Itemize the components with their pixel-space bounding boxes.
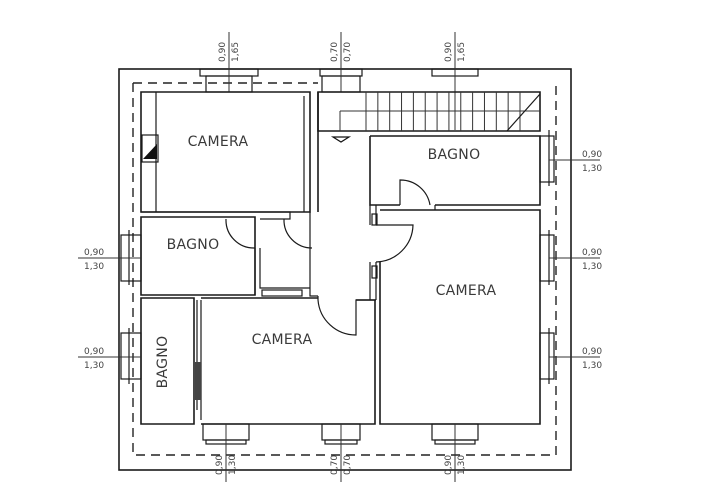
room-label-bagno-top-right: BAGNO (428, 147, 481, 163)
dim-right-3-height: 1,30 (582, 361, 602, 371)
room-camera-right (379, 205, 600, 425)
dim-right-1-width: 0,90 (582, 150, 602, 160)
window-top-2 (319, 32, 363, 93)
dim-left-1-width: 0,90 (84, 248, 104, 258)
room-camera-bottom (201, 297, 376, 425)
room-label-bagno-bottom-left: BAGNO (155, 336, 171, 389)
dim-right-2-width: 0,90 (582, 248, 602, 258)
room-camera-top-left (140, 91, 311, 213)
dim-top-3-width: 0,90 (444, 42, 454, 62)
dim-top-2-height: 0,70 (343, 42, 353, 62)
eave-dashed-line (132, 82, 557, 456)
dim-top-2-width: 0,70 (330, 42, 340, 62)
room-label-camera-top-left: CAMERA (188, 134, 249, 150)
dim-left-1-height: 1,30 (84, 262, 104, 272)
dim-right-1-height: 1,30 (582, 164, 602, 174)
room-bagno-top-right (369, 130, 600, 206)
staircase (317, 91, 541, 143)
dim-bottom-3-width: 0,90 (444, 455, 454, 475)
room-bagno-bottom-left (78, 297, 202, 425)
outer-perimeter-wall (118, 68, 572, 471)
window-bottom-3 (431, 423, 479, 482)
dim-right-2-height: 1,30 (582, 262, 602, 272)
dim-top-1-height: 1,65 (231, 42, 241, 62)
dim-bottom-1-height: 1,30 (228, 455, 238, 475)
central-hallway (309, 92, 414, 336)
window-bottom-2 (321, 423, 361, 482)
dim-bottom-3-height: 1,30 (457, 455, 467, 475)
room-bagno-middle-left (78, 211, 313, 297)
dim-top-3-height: 1,65 (457, 42, 467, 62)
dim-left-2-width: 0,90 (84, 347, 104, 357)
dim-left-2-height: 1,30 (84, 361, 104, 371)
dim-top-1-width: 0,90 (218, 42, 228, 62)
window-bottom-1 (202, 423, 250, 482)
dim-bottom-1-width: 0,90 (215, 455, 225, 475)
dim-right-3-width: 0,90 (582, 347, 602, 357)
room-label-bagno-middle-left: BAGNO (167, 237, 220, 253)
window-top-3 (431, 32, 479, 130)
room-label-camera-right: CAMERA (436, 283, 497, 299)
room-label-camera-bottom: CAMERA (252, 332, 313, 348)
dim-bottom-2-height: 0,70 (343, 455, 353, 475)
dim-bottom-2-width: 0,70 (330, 455, 340, 475)
